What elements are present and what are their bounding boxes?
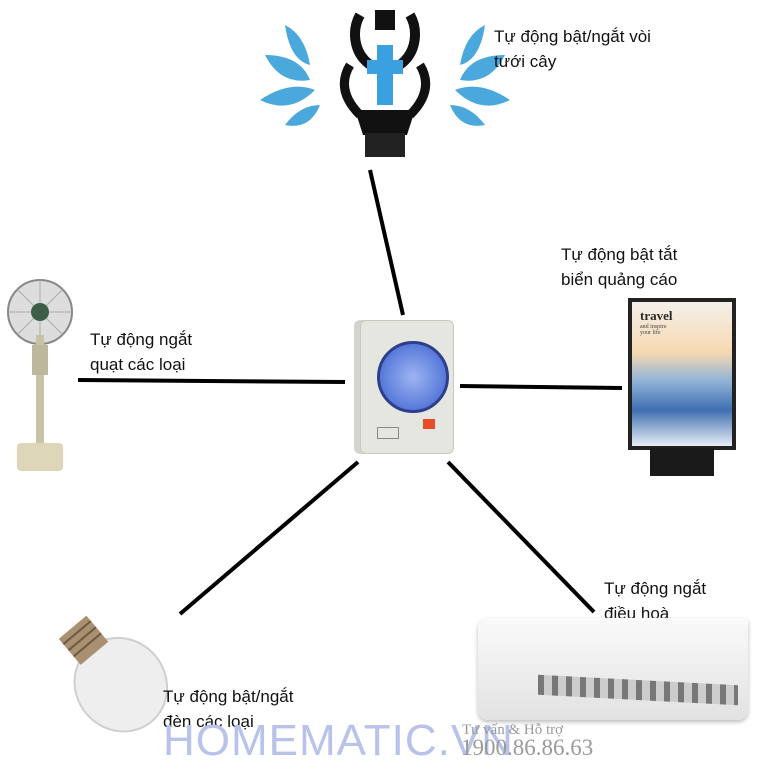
timer-switch-toggle (423, 419, 435, 429)
poster-text: your life (640, 330, 661, 336)
label-line: Tự động bật tắt (561, 245, 678, 264)
fan-image (7, 279, 73, 471)
light-bulb-image (58, 615, 169, 733)
label-fan: Tự động ngắt quạt các loại (90, 327, 192, 377)
poster-text: and inspire (640, 324, 667, 330)
label-line: đèn các loại (163, 712, 254, 731)
timer-terminal (377, 427, 399, 439)
timer-switch-image (360, 320, 454, 454)
support-phone: 1900.86.86.63 (461, 735, 594, 760)
billboard-poster: travel and inspire your life (632, 302, 732, 446)
label-billboard: Tự động bật tắt biển quảng cáo (561, 242, 677, 292)
line-to-sprinkler (368, 169, 405, 316)
poster-title: travel (640, 308, 673, 323)
support-label: Tư vấn & Hỗ trợ (462, 722, 564, 738)
label-line: Tự động bật/ngắt (163, 687, 294, 706)
air-conditioner-image (478, 618, 748, 720)
line-to-billboard (459, 384, 623, 390)
timer-dial (377, 341, 449, 413)
label-line: Tự động ngắt (604, 579, 707, 598)
billboard-stand (650, 448, 714, 476)
sprinkler-image (260, 10, 510, 157)
label-bulb: Tự động bật/ngắt đèn các loại (163, 684, 293, 734)
label-line: quạt các loại (90, 355, 186, 374)
label-line: tưới cây (494, 52, 557, 71)
watermark-brand: HOMEMATIC.VN (163, 716, 514, 760)
line-to-bulb (178, 460, 360, 616)
label-line: biển quảng cáo (561, 270, 678, 289)
label-line: Tự động ngắt (90, 330, 193, 349)
label-sprinkler: Tự động bật/ngắt vòi tưới cây (494, 24, 651, 74)
ac-vents (538, 674, 738, 706)
label-line: Tự động bật/ngắt vòi (494, 27, 651, 46)
line-to-ac (446, 460, 596, 614)
billboard-image: travel and inspire your life (628, 298, 736, 476)
line-to-fan (77, 378, 346, 384)
